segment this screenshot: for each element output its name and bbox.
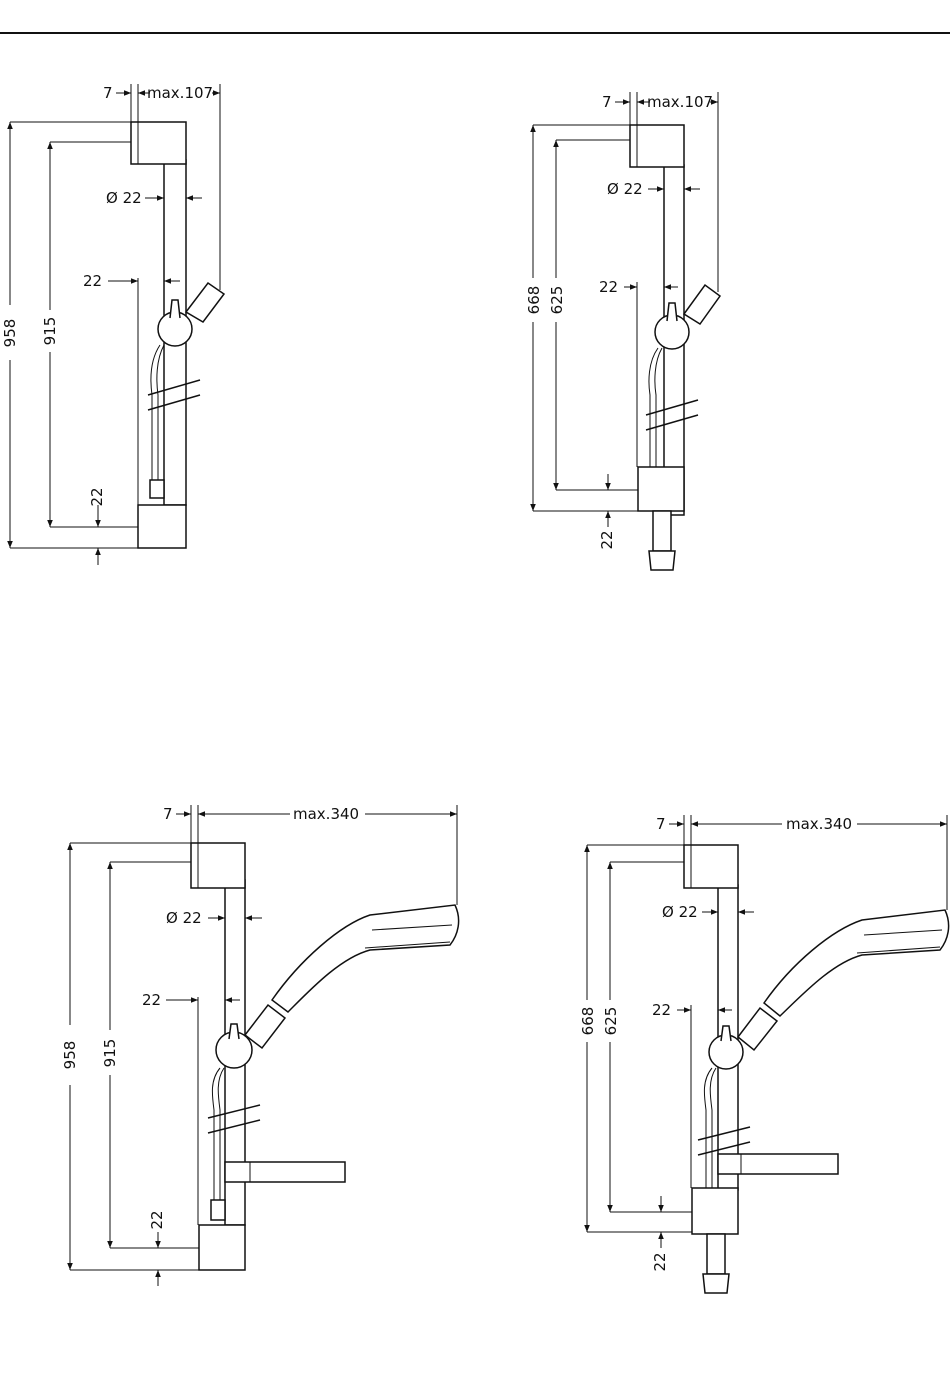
rail-diameter-label: Ø 22 (607, 180, 643, 198)
max-reach-label: max.340 (293, 805, 359, 823)
bottom-bracket (692, 1188, 738, 1234)
bracket-height-label: 22 (651, 1252, 669, 1271)
hose (151, 345, 160, 480)
overall-height-label: 668 (579, 1007, 597, 1036)
hand-shower (272, 905, 459, 1012)
hole-distance-label: 625 (548, 286, 566, 315)
hand-shower (764, 910, 949, 1016)
overall-height-label: 958 (61, 1041, 79, 1070)
bracket-offset-label: 7 (103, 84, 113, 102)
bottom-bracket (199, 1225, 245, 1270)
holder-arm (186, 283, 224, 322)
holder-arm (738, 1008, 777, 1050)
bracket-height-label: 22 (88, 487, 106, 506)
soap-dish (225, 1162, 345, 1182)
max-reach-label: max.107 (147, 84, 213, 102)
soap-dish (718, 1154, 838, 1174)
top-bracket (684, 845, 738, 888)
rail-spacing-label: 22 (652, 1001, 671, 1019)
bracket-height-label: 22 (148, 1210, 166, 1229)
bracket-offset-label: 7 (656, 815, 666, 833)
holder-arm (684, 285, 720, 324)
rail-spacing-label: 22 (83, 272, 102, 290)
holder-arm (245, 1005, 285, 1048)
hose-pipe (653, 511, 671, 551)
rail-diameter-label: Ø 22 (106, 189, 142, 207)
drawing-3-shower-set-958: 958 915 22 7 max.340 Ø 22 (61, 805, 459, 1286)
overall-height-label: 668 (525, 286, 543, 315)
overall-height-label: 958 (1, 319, 19, 348)
hole-distance-label: 625 (602, 1007, 620, 1036)
hose-nut (703, 1274, 729, 1293)
hose-nut (649, 551, 675, 570)
bottom-bracket (138, 505, 186, 548)
max-reach-label: max.340 (786, 815, 852, 833)
bottom-bracket (638, 467, 684, 511)
hose (649, 348, 658, 467)
max-reach-label: max.107 (647, 93, 713, 111)
top-bracket (191, 843, 245, 888)
bracket-height-label: 22 (598, 530, 616, 549)
rail-spacing-label: 22 (142, 991, 161, 1009)
hose (212, 1068, 220, 1200)
rail-diameter-label: Ø 22 (662, 903, 698, 921)
drawing-1-wall-bar-958: 958 915 22 7 max.107 Ø 22 (1, 84, 224, 565)
rail-spacing-label: 22 (599, 278, 618, 296)
drawing-4-shower-set-668: 668 625 22 7 max.340 Ø 22 (579, 815, 949, 1293)
drawing-2-wall-bar-668: 668 625 22 7 max.107 Ø 22 (525, 92, 720, 570)
hole-distance-label: 915 (101, 1039, 119, 1068)
hose-pipe (707, 1234, 725, 1274)
top-bracket (131, 122, 186, 164)
top-bracket (630, 125, 684, 167)
bracket-offset-label: 7 (602, 93, 612, 111)
bracket-offset-label: 7 (163, 805, 173, 823)
hole-distance-label: 915 (41, 317, 59, 346)
rail-diameter-label: Ø 22 (166, 909, 202, 927)
hose (704, 1068, 712, 1188)
